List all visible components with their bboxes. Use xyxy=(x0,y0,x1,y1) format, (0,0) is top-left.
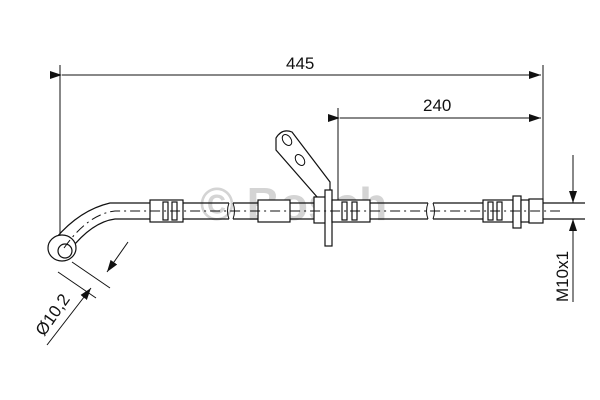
dimension-thread: M10x1 xyxy=(553,155,577,302)
dimension-eye-diameter: Ø10,2 xyxy=(32,241,129,346)
dimension-overall-length: 445 xyxy=(50,54,541,79)
dimension-445-label: 445 xyxy=(286,54,314,73)
diameter-label: Ø10,2 xyxy=(32,290,74,339)
dimension-240-label: 240 xyxy=(423,96,451,115)
brake-hose xyxy=(47,130,585,262)
dimension-partial-length: 240 xyxy=(328,96,541,122)
thread-label: M10x1 xyxy=(553,251,572,302)
